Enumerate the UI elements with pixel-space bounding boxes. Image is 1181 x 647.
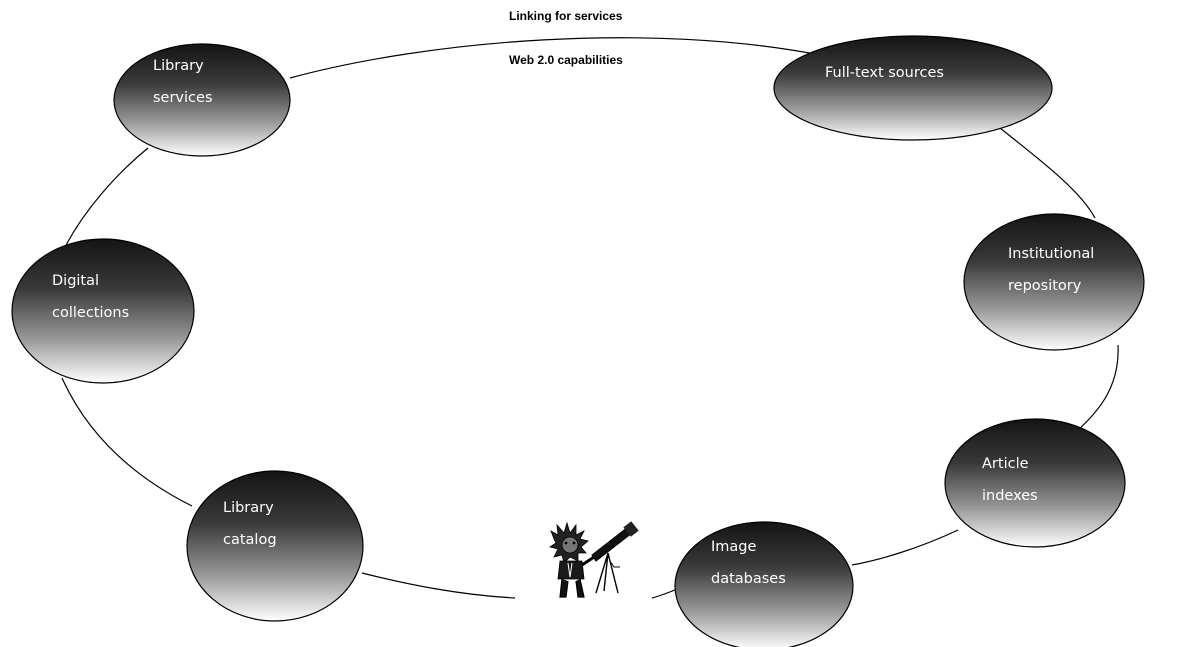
full-text-sources-line1: Full-text sources bbox=[825, 65, 944, 81]
node-library-services[interactable] bbox=[113, 43, 291, 157]
library-catalog-line1: Library bbox=[223, 500, 274, 516]
article-indexes-line2: indexes bbox=[982, 488, 1038, 504]
library-services-label: Library services bbox=[153, 50, 213, 114]
digital-collections-line1: Digital bbox=[52, 273, 100, 289]
connector-services-to-fulltext bbox=[289, 37, 821, 79]
library-services-line1: Library bbox=[153, 58, 204, 74]
article-indexes-line1: Article bbox=[982, 456, 1029, 472]
node-digital-collections[interactable] bbox=[11, 238, 195, 384]
institutional-repository-line1: Institutional bbox=[1008, 246, 1095, 262]
connector-fulltext-to-institutional bbox=[999, 127, 1096, 219]
connector-catalog-to-digital bbox=[61, 377, 193, 507]
node-full-text-sources[interactable] bbox=[773, 35, 1053, 141]
connector-digital-to-services bbox=[65, 147, 149, 246]
digital-collections-label: Digital collections bbox=[52, 265, 129, 329]
image-databases-label: Image databases bbox=[711, 531, 786, 595]
article-indexes-label: Article indexes bbox=[982, 448, 1038, 512]
node-image-databases[interactable] bbox=[674, 521, 854, 647]
image-databases-line2: databases bbox=[711, 571, 786, 587]
full-text-sources-label: Full-text sources bbox=[825, 57, 944, 89]
loop-connector bbox=[61, 37, 1119, 599]
institutional-repository-label: Institutional repository bbox=[1008, 238, 1094, 302]
institutional-repository-line2: repository bbox=[1008, 278, 1082, 294]
connector-figure-to-catalog bbox=[361, 572, 516, 599]
web20-capabilities-label: Web 2.0 capabilities bbox=[509, 53, 623, 67]
node-library-catalog[interactable] bbox=[186, 470, 364, 622]
node-institutional-repository[interactable] bbox=[963, 213, 1145, 351]
node-article-indexes[interactable] bbox=[944, 418, 1126, 548]
connector-institutional-to-article bbox=[1077, 344, 1119, 431]
image-databases-line1: Image bbox=[711, 539, 757, 555]
linking-for-services-label: Linking for services bbox=[509, 9, 623, 23]
nodes bbox=[11, 35, 1145, 647]
connector-article-to-image bbox=[851, 529, 959, 566]
library-catalog-label: Library catalog bbox=[223, 492, 277, 556]
library-catalog-line2: catalog bbox=[223, 532, 277, 548]
digital-collections-line2: collections bbox=[52, 305, 130, 321]
person-with-telescope-icon bbox=[549, 521, 639, 598]
library-services-line2: services bbox=[153, 90, 213, 106]
